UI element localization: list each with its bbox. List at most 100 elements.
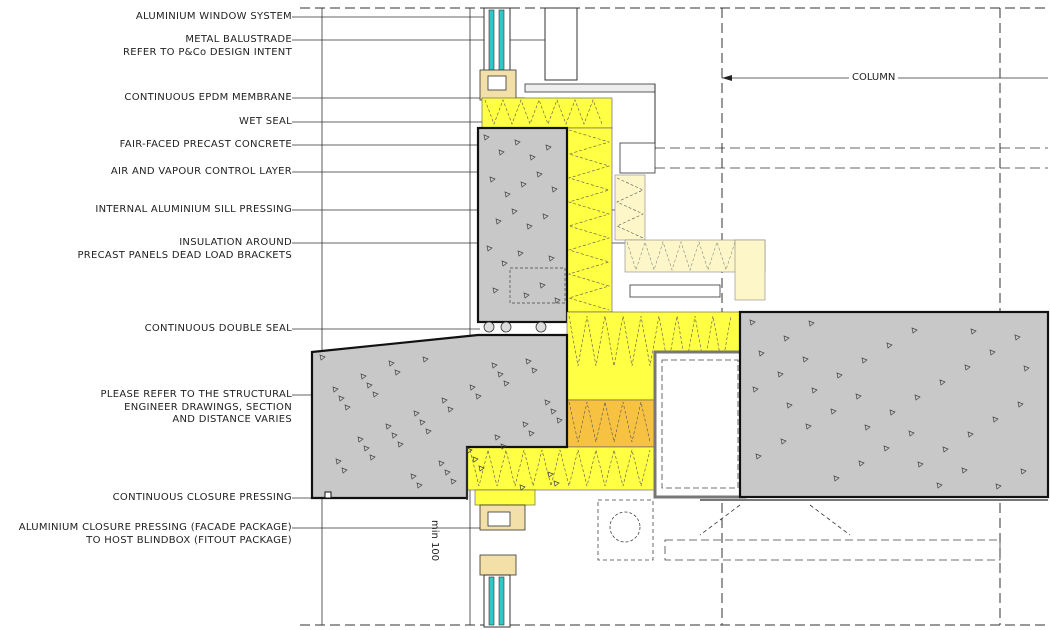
column-dimension-label: COLUMN: [849, 72, 899, 83]
concrete-aggregate: [517, 250, 524, 257]
insulation-bracket-end: [734, 239, 766, 301]
concrete-aggregate: [886, 342, 893, 349]
label-blindbox: ALUMINIUM CLOSURE PRESSING (FACADE PACKA…: [18, 522, 292, 546]
concrete-aggregate: [357, 436, 364, 443]
concrete-aggregate: [553, 480, 560, 487]
concrete-aggregate: [531, 367, 538, 374]
concrete-aggregate: [419, 419, 426, 426]
concrete-aggregate: [889, 409, 896, 416]
concrete-aggregate: [961, 467, 968, 474]
concrete-aggregate: [528, 430, 535, 437]
concrete-aggregate: [494, 434, 501, 441]
precast-panel-upper: [476, 126, 569, 324]
concrete-aggregate: [344, 404, 351, 411]
concrete-aggregate: [523, 292, 530, 299]
concrete-aggregate: [514, 139, 521, 146]
concrete-aggregate: [500, 443, 507, 450]
concrete-aggregate: [495, 218, 502, 225]
concrete-aggregate: [447, 406, 454, 413]
concrete-aggregate: [501, 260, 508, 267]
concrete-aggregate: [805, 423, 812, 430]
concrete-aggregate: [548, 255, 555, 262]
concrete-aggregate: [755, 453, 762, 460]
concrete-aggregate: [802, 356, 809, 363]
double-seal: [500, 321, 512, 333]
concrete-aggregate: [551, 186, 558, 193]
concrete-aggregate: [369, 454, 376, 461]
concrete-aggregate: [780, 438, 787, 445]
concrete-aggregate: [475, 393, 482, 400]
concrete-aggregate: [836, 372, 843, 379]
concrete-aggregate: [416, 482, 423, 489]
concrete-aggregate: [486, 245, 493, 252]
concrete-aggregate: [413, 410, 420, 417]
concrete-aggregate: [554, 297, 561, 304]
window-frame-top: [483, 7, 511, 74]
concrete-aggregate: [783, 335, 790, 342]
concrete-aggregate: [1014, 334, 1021, 341]
label-avcl: AIR AND VAPOUR CONTROL LAYER: [110, 166, 292, 177]
concrete-aggregate: [491, 362, 498, 369]
insulation-hatch: [484, 99, 603, 125]
blind-roller: [609, 511, 641, 543]
concrete-aggregate: [444, 469, 451, 476]
concrete-aggregate: [372, 391, 379, 398]
concrete-aggregate: [855, 393, 862, 400]
concrete-aggregate: [556, 417, 563, 424]
bulkhead-slope: [809, 504, 851, 536]
concrete-aggregate: [752, 386, 759, 393]
concrete-aggregate: [450, 478, 457, 485]
concrete-aggregate: [394, 369, 401, 376]
label-window: ALUMINIUM WINDOW SYSTEM: [135, 11, 292, 22]
concrete-aggregate: [550, 408, 557, 415]
window-transom: [479, 554, 517, 576]
concrete-aggregate: [388, 360, 395, 367]
concrete-aggregate: [970, 328, 977, 335]
concrete-aggregate: [391, 432, 398, 439]
concrete-aggregate: [472, 456, 479, 463]
concrete-aggregate: [520, 181, 527, 188]
concrete-aggregate: [967, 431, 974, 438]
insulation-bracket-vertical: [614, 174, 646, 241]
concrete-aggregate: [410, 473, 417, 480]
concrete-aggregate: [547, 471, 554, 478]
insulation-hatch: [568, 401, 651, 443]
label-double-seal: CONTINUOUS DOUBLE SEAL: [144, 323, 292, 334]
concrete-aggregate: [1023, 365, 1030, 372]
concrete-aggregate: [478, 465, 485, 472]
drip-notch: [324, 491, 332, 499]
insulation-soffit-step: [474, 489, 536, 506]
balustrade-post: [544, 7, 578, 81]
concrete-aggregate: [883, 445, 890, 452]
double-seal: [483, 321, 495, 333]
concrete-aggregate: [911, 327, 918, 334]
concrete-aggregate: [811, 387, 818, 394]
concrete-aggregate: [529, 154, 536, 161]
concrete-aggregate: [808, 320, 815, 327]
concrete-aggregate: [995, 483, 1002, 490]
concrete-aggregate: [939, 379, 946, 386]
sill-pressing: [619, 142, 656, 174]
concrete-aggregate: [1020, 468, 1027, 475]
box-inner: [661, 359, 739, 489]
concrete-aggregate: [441, 397, 448, 404]
concrete-aggregate: [489, 176, 496, 183]
concrete-aggregate: [498, 149, 505, 156]
concrete-aggregate: [864, 424, 871, 431]
window-profile: [487, 511, 511, 527]
glass-pane: [488, 576, 495, 626]
concrete-aggregate: [519, 484, 526, 491]
concrete-aggregate: [438, 460, 445, 467]
concrete-aggregate: [497, 371, 504, 378]
ceiling-bulkhead: [664, 539, 1001, 561]
double-seal: [535, 321, 547, 333]
glass-pane: [498, 9, 505, 71]
concrete-aggregate: [525, 358, 532, 365]
concrete-aggregate: [749, 319, 756, 326]
concrete-aggregate: [544, 399, 551, 406]
blindbox-outline: [597, 499, 654, 561]
